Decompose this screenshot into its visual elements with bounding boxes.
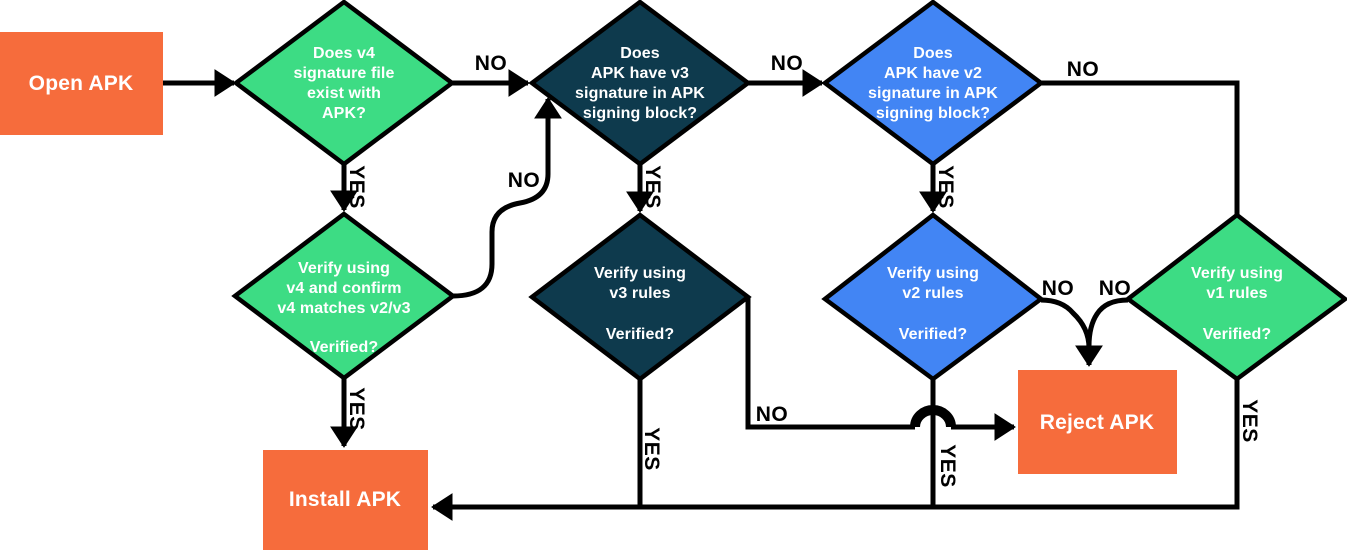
decision-v2-signature-exists (821, 0, 1045, 167)
yes-label-v1verify: YES (1238, 399, 1261, 443)
v3-verify-verified: Verified? (605, 326, 675, 343)
no-label-v2exists: NO (1066, 58, 1100, 81)
no-label-v2verify: NO (1041, 277, 1075, 300)
edge-v2exists-no-to-v1verify (1041, 80, 1240, 214)
decision-v3-signature-exists (528, 0, 752, 167)
edge-v3verify-no-segment (745, 297, 915, 430)
node-reject-apk-box (1018, 370, 1177, 474)
v2-verify-verified: Verified? (898, 326, 968, 343)
edge-v1verify-yes-to-install (431, 379, 1240, 521)
yes-label-v4verify: YES (345, 387, 368, 431)
v1-verify-verified: Verified? (1202, 326, 1272, 343)
edge-v2verify-no-to-reject (1040, 297, 1103, 367)
yes-label-v4exists: YES (345, 165, 368, 209)
terminal-boxes (0, 32, 1177, 550)
node-open-apk-box (0, 32, 163, 135)
no-label-v4exists: NO (474, 52, 508, 75)
v4-verify-question: Verify using v4 and confirm v4 matches v… (277, 260, 411, 317)
yes-label-v3verify: YES (640, 427, 663, 471)
no-label-v3verify: NO (755, 403, 789, 426)
yes-label-v2verify: YES (936, 444, 959, 488)
no-label-v3exists: NO (770, 52, 804, 75)
open-apk-label: Open APK (28, 72, 134, 95)
line-jump-hop (910, 405, 956, 428)
node-install-apk-box (263, 450, 428, 550)
decision-diamonds (231, 0, 1347, 382)
v2-exists-question: Does APK have v2 signature in APK signin… (868, 45, 998, 122)
v1-verify-question: Verify using v1 rules (1191, 265, 1283, 302)
no-label-v1verify: NO (1098, 277, 1132, 300)
edge-v4verify-no-to-v3exists (452, 97, 562, 299)
yes-label-v2exists: YES (934, 165, 957, 209)
no-label-v4verify: NO (507, 169, 541, 192)
v2-verify-question: Verify using v2 rules (887, 265, 979, 302)
decision-v4-signature-exists (232, 0, 456, 167)
decision-verify-v4 (231, 211, 457, 381)
install-apk-label: Install APK (288, 488, 402, 511)
reject-apk-label: Reject APK (1039, 411, 1155, 434)
decision-verify-v3 (528, 212, 752, 382)
yes-label-v3exists: YES (641, 165, 664, 209)
v3-exists-question: Does APK have v3 signature in APK signin… (575, 45, 705, 122)
decision-verify-v2 (821, 212, 1045, 382)
edge-v1verify-no-to-reject (1086, 297, 1129, 347)
v3-verify-question: Verify using v3 rules (594, 265, 686, 302)
flow-connectors (163, 69, 1240, 521)
decision-verify-v1 (1124, 212, 1347, 382)
v4-exists-question: Does v4 signature file exist with APK? (293, 45, 395, 122)
v4-verify-verified: Verified? (309, 339, 379, 356)
